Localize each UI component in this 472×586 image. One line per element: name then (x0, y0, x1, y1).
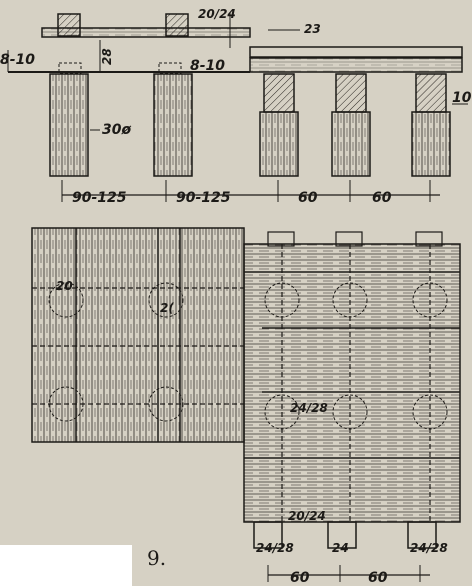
pile-circle-5 (332, 394, 368, 430)
plan-view: 20 2( 24/28 20/24 24/28 24 24/28 60 60 (31, 227, 461, 586)
foot-2 (327, 521, 357, 549)
figure-number: 9. (147, 546, 167, 570)
foot-1 (253, 521, 283, 549)
right-deck-top (249, 46, 463, 58)
spacing-label-1: 90-125 (72, 190, 127, 206)
beam-2 (165, 13, 189, 37)
cap-4 (335, 73, 367, 113)
label-deck-size: 23 (304, 22, 321, 36)
blank-margin (0, 545, 132, 586)
spacing-label-4: 60 (372, 190, 392, 206)
label-cap-size: 28 (100, 48, 114, 65)
plan-spacing-label-2: 60 (368, 570, 388, 586)
pile-circle-4 (264, 394, 300, 430)
cap-outline-2 (158, 62, 182, 74)
label-bottom-section: 20/24 (288, 509, 326, 523)
left-deck-grain (42, 28, 250, 37)
elevation-view: 8-10 28 20/24 23 8-10 30ø 10 90-125 90-1… (0, 7, 472, 206)
pile-circle-2 (332, 282, 368, 318)
label-right-offset: 10 (452, 90, 472, 106)
plan-spacing-label-1: 60 (290, 570, 310, 586)
pile-circle-7 (48, 282, 84, 318)
pile-2 (153, 73, 193, 177)
pile-3 (259, 111, 299, 177)
right-planking (243, 243, 461, 523)
pile-circle-3 (412, 282, 448, 318)
cap-3 (263, 73, 295, 113)
label-pile-diameter: 30ø (102, 122, 131, 138)
label-left-plank-b: 2( (160, 301, 174, 315)
label-mid-section: 24/28 (290, 401, 328, 415)
top-tab-3 (415, 231, 443, 247)
left-planking (31, 227, 245, 443)
label-left-plank: 20 (56, 279, 73, 293)
label-foot-right: 24/28 (410, 541, 448, 555)
spacing-label-2: 90-125 (176, 190, 231, 206)
cap-5 (415, 73, 447, 113)
top-tab-2 (335, 231, 363, 247)
right-deck-grain (250, 58, 462, 72)
spacing-label-3: 60 (298, 190, 318, 206)
pile-circle-9 (48, 386, 84, 422)
foot-3 (407, 521, 437, 549)
cap-outline-1 (58, 62, 82, 74)
pile-5 (411, 111, 451, 177)
pile-circle-1 (264, 282, 300, 318)
pile-circle-6 (412, 394, 448, 430)
label-foot-mid: 24 (332, 541, 349, 555)
label-beam-section: 20/24 (198, 7, 236, 21)
label-slab-thickness: 8-10 (0, 52, 35, 68)
pile-circle-10 (148, 386, 184, 422)
pile-4 (331, 111, 371, 177)
pile-1 (49, 73, 89, 177)
label-slab-thickness-right: 8-10 (190, 58, 225, 74)
label-foot-left: 24/28 (256, 541, 294, 555)
top-tab-1 (267, 231, 295, 247)
beam-1 (57, 13, 81, 37)
pile-circle-8 (148, 282, 184, 318)
